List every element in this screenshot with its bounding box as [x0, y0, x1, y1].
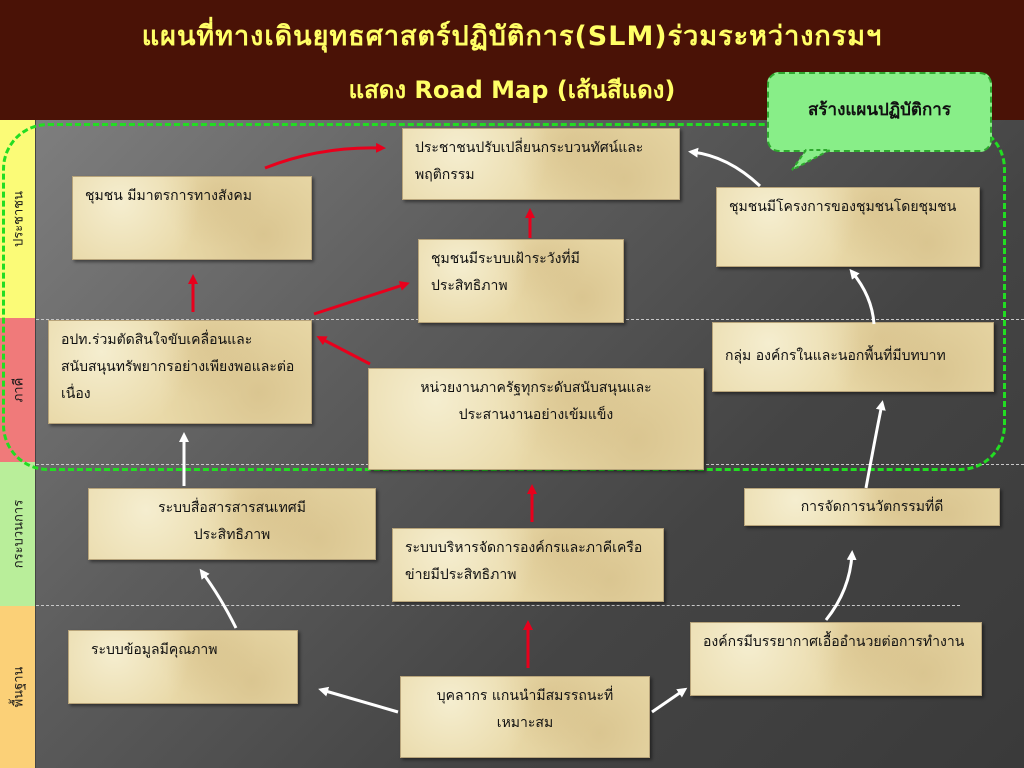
road-map-arrow — [316, 336, 371, 366]
title-line-1: แผนที่ทางเดินยุทธศาสตร์ปฏิบัติการ(SLM)ร่… — [141, 21, 883, 52]
header-bar: แผนที่ทางเดินยุทธศาสตร์ปฏิบัติการ(SLM)ร่… — [0, 0, 1024, 121]
flow-arrow — [824, 550, 857, 621]
road-map-arrow — [313, 281, 410, 316]
flow-arrow — [651, 687, 688, 714]
side-label-foundation: พื้นฐาน — [0, 606, 36, 768]
box-groups-orgs[interactable]: กลุ่ม องค์กรในและนอกพื้นที่มีบทบาท — [712, 322, 994, 392]
box-community-measures[interactable]: ชุมชน มีมาตรการทางสังคม — [72, 176, 312, 260]
box-innovation[interactable]: การจัดการนวัตกรรมที่ดี — [744, 488, 1000, 526]
box-data-quality[interactable]: ระบบข้อมูลมีคุณภาพ — [68, 630, 298, 704]
flow-arrow — [864, 400, 886, 489]
box-community-surveillance[interactable]: ชุมชนมีระบบเฝ้าระวังที่มีประสิทธิภาพ — [418, 239, 624, 323]
title-line-2: แสดง Road Map (เส้นสีแดง) — [348, 76, 676, 104]
box-personnel[interactable]: บุคลากร แกนนำมีสมรรถนะที่เหมาะสม — [400, 676, 650, 758]
divider-line — [36, 319, 1024, 320]
flow-arrow — [849, 268, 876, 325]
callout-tail — [791, 149, 831, 171]
action-plan-callout: สร้างแผนปฏิบัติการ — [767, 72, 992, 152]
divider-line — [36, 605, 960, 606]
flow-arrow — [199, 568, 238, 629]
divider-line — [36, 464, 1024, 465]
side-label-process: กระบวนการ — [0, 462, 36, 606]
box-people-behavior[interactable]: ประชาชนปรับเปลี่ยนกระบวนทัศน์และพฤติกรรม — [402, 128, 680, 200]
box-communication[interactable]: ระบบสื่อสารสารสนเทศมีประสิทธิภาพ — [88, 488, 376, 560]
box-management[interactable]: ระบบบริหารจัดการองค์กรและภาคีเครือข่ายมี… — [392, 528, 664, 602]
road-map-arrow — [264, 142, 386, 170]
box-org-climate[interactable]: องค์กรมีบรรยากาศเอื้ออำนวยต่อการทำงาน — [690, 622, 982, 696]
box-local-admin[interactable]: อปท.ร่วมตัดสินใจขับเคลื่อนและสนับสนุนทรั… — [48, 320, 312, 424]
flow-arrow — [318, 686, 399, 714]
box-gov-agencies[interactable]: หน่วยงานภาครัฐทุกระดับสนับสนุนและประสานง… — [368, 368, 704, 470]
callout-text: สร้างแผนปฏิบัติการ — [808, 100, 951, 120]
flow-arrow — [688, 147, 762, 188]
box-community-projects[interactable]: ชุมชนมีโครงการของชุมชนโดยชุมชน — [716, 187, 980, 267]
